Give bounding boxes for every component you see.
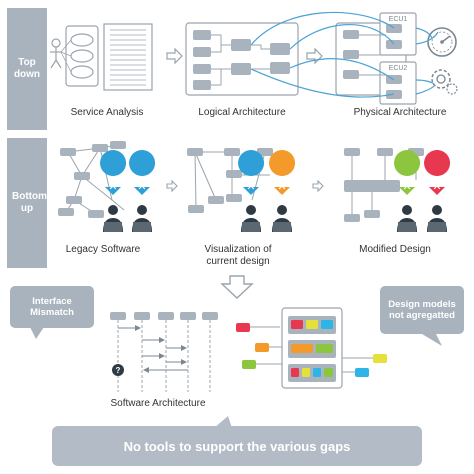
svg-text:✕: ✕: [137, 180, 146, 193]
service-analysis-icon: [50, 23, 153, 91]
developer-icon: [103, 205, 123, 232]
service-analysis-caption: Service Analysis: [70, 107, 144, 118]
ecu2-label: ECU2: [389, 65, 408, 72]
developer-icon: [241, 205, 261, 232]
svg-text:✕: ✕: [402, 180, 411, 193]
physical-architecture-icon: [335, 12, 417, 105]
interface-mismatch-line2: Mismatch: [30, 307, 74, 318]
developer-icon: [132, 205, 152, 232]
colored-block-diagram: [236, 307, 387, 389]
interface-mismatch-line1: Interface: [32, 295, 72, 307]
logical-architecture-icon: [185, 22, 299, 96]
top-down-text: Top down: [13, 56, 41, 81]
callout-tail: [422, 334, 442, 346]
design-models-line1: Design models: [388, 298, 456, 310]
svg-text:✕: ✕: [246, 180, 255, 193]
top-down-label: Top down: [7, 8, 47, 130]
developer-icon: [272, 205, 292, 232]
tool-pin-orange-icon: ✕: [269, 150, 296, 195]
design-models-line2: not agregatted: [389, 310, 455, 321]
ecu-mapping-curves: [250, 11, 439, 98]
developer-icon: [397, 205, 417, 232]
visualization-network: [187, 148, 273, 213]
tool-pin-blue-icon: ✕: [129, 150, 156, 195]
modified-design-caption: Modified Design: [359, 244, 431, 255]
speedometer-icon: [427, 27, 457, 57]
arrow-right-icon: [166, 47, 183, 65]
svg-text:✕: ✕: [277, 180, 286, 193]
svg-text:✕: ✕: [108, 180, 117, 193]
visualization-caption-line2: current design: [206, 256, 270, 267]
callout-tail: [30, 327, 44, 339]
question-mark: ?: [116, 366, 121, 375]
software-architecture-caption: Software Architecture: [110, 398, 206, 409]
legacy-software-network: [58, 141, 126, 218]
developer-icon: [427, 205, 447, 232]
arrow-down-icon: [220, 275, 254, 299]
visualization-caption-line1: Visualization of: [204, 244, 272, 255]
ecu1-label: ECU1: [389, 16, 408, 23]
sequence-diagram: [110, 312, 218, 392]
arrow-right-icon: [166, 179, 178, 193]
svg-text:✕: ✕: [432, 180, 441, 193]
physical-architecture-caption: Physical Architecture: [353, 107, 447, 118]
logical-architecture-caption: Logical Architecture: [198, 107, 286, 118]
interface-mismatch-callout: Interface Mismatch: [10, 286, 94, 328]
gear-icon: [431, 69, 458, 95]
no-tools-banner: No tools to support the various gaps: [52, 426, 422, 466]
tool-pin-blue-icon: ✕: [100, 150, 127, 195]
arrow-right-icon: [312, 179, 324, 193]
legacy-software-caption: Legacy Software: [65, 244, 141, 255]
design-models-callout: Design models not agregatted: [380, 286, 464, 334]
tool-pin-blue-icon: ✕: [238, 150, 265, 195]
tool-pin-red-icon: ✕: [424, 150, 451, 195]
tool-pin-green-icon: ✕: [394, 150, 421, 195]
modified-design-network: [344, 148, 424, 222]
bottom-up-label: Bottom up: [7, 138, 47, 268]
bottom-up-text: Bottom up: [12, 190, 47, 215]
